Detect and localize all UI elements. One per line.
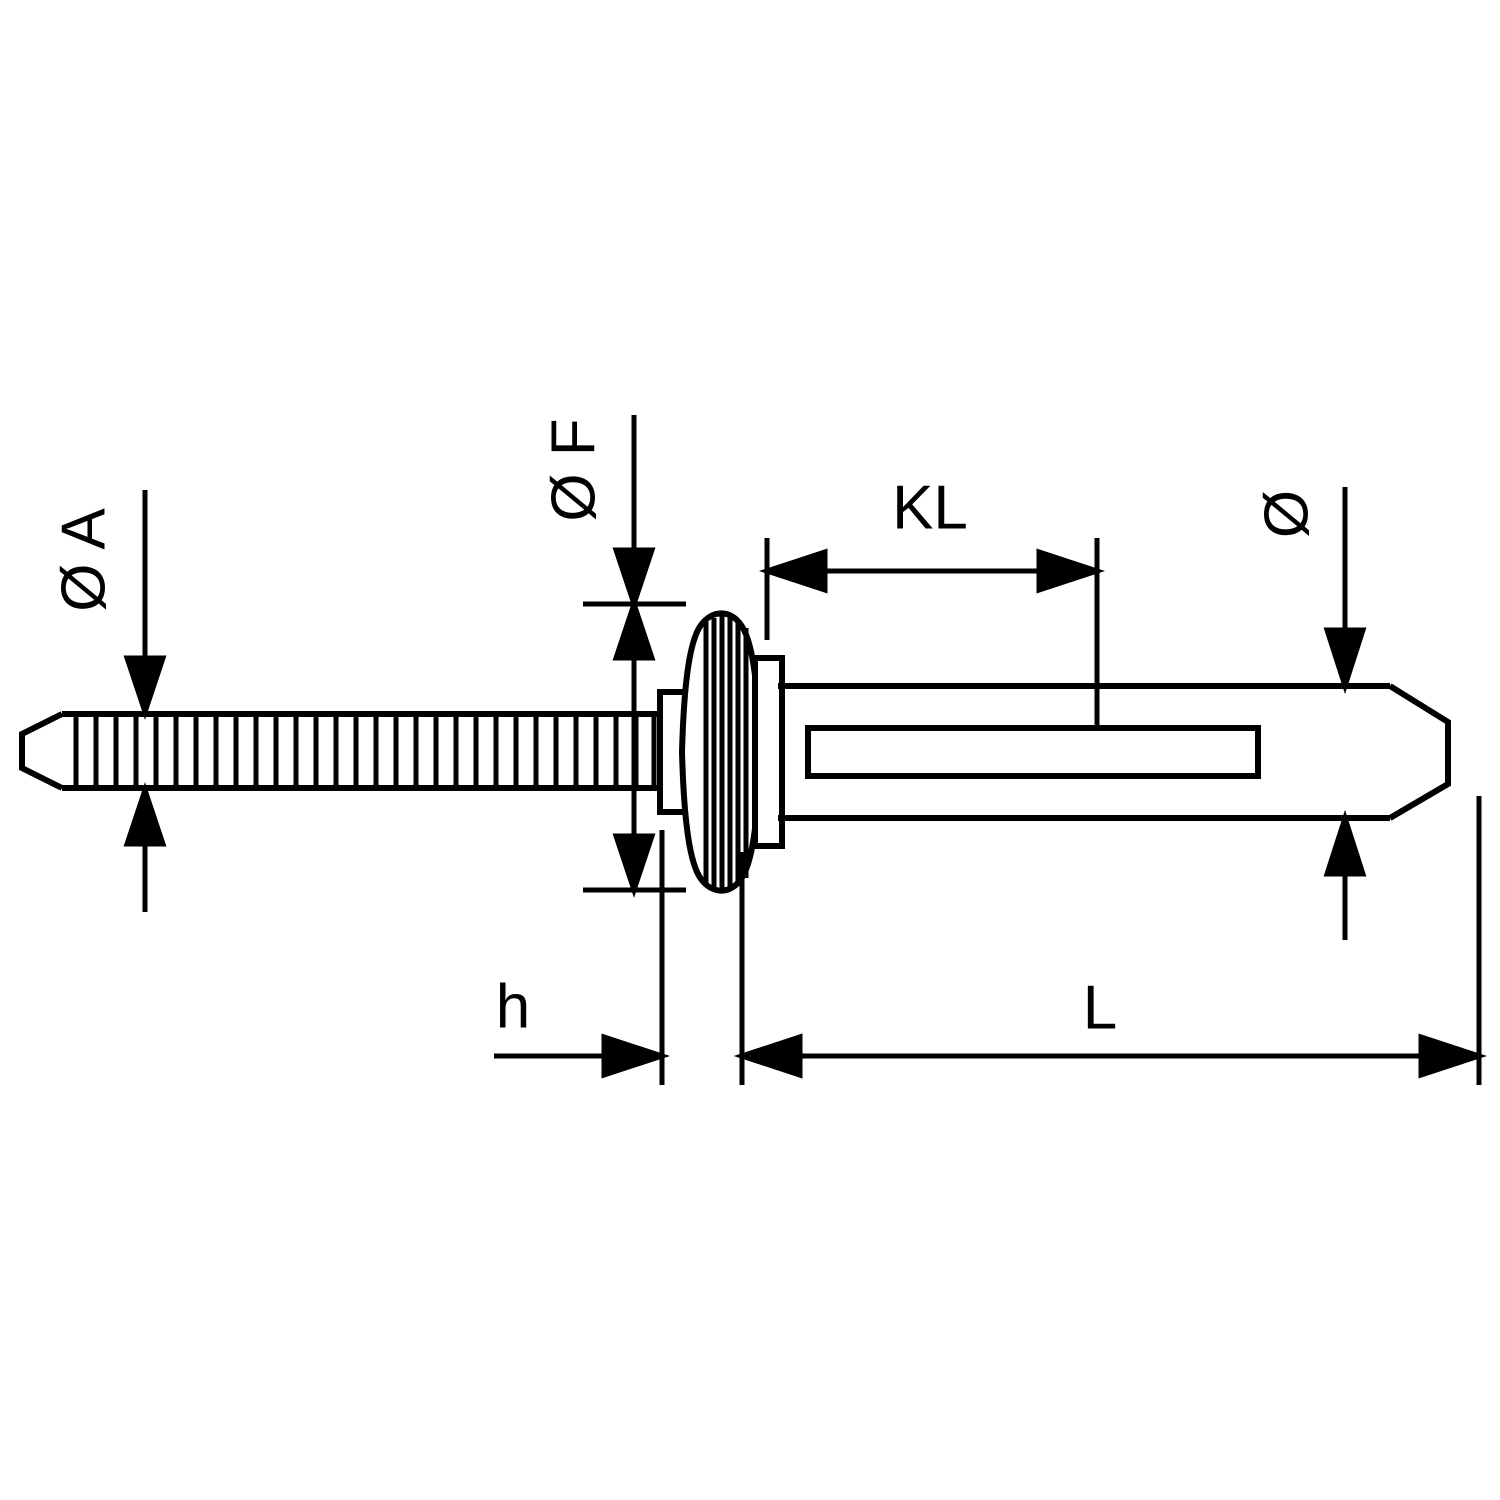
dimension-label-diameter-f: Ø F	[539, 418, 608, 521]
dimension-label-diameter-a: Ø A	[49, 508, 118, 612]
dimension-label-total-length: L	[1083, 973, 1117, 1042]
rivet-body	[778, 683, 1451, 821]
dimension-diameter-body	[1323, 487, 1367, 940]
body-internal-slot	[805, 725, 1261, 779]
body-nose-taper	[1388, 683, 1451, 821]
dimension-total-length	[733, 796, 1488, 1085]
head-hatch-lines	[703, 616, 749, 890]
head-hub-right	[752, 655, 785, 849]
dimension-label-head-height: h	[496, 972, 530, 1041]
dimension-diameter-f	[583, 415, 686, 898]
mandrel-serrations	[73, 716, 657, 786]
dimension-diameter-a	[123, 490, 167, 912]
dimension-label-diameter-body: Ø	[1252, 490, 1321, 538]
dimension-clamp-length	[758, 538, 1106, 730]
dimension-label-clamp-length: KL	[892, 473, 968, 542]
mandrel-pin	[19, 711, 660, 791]
